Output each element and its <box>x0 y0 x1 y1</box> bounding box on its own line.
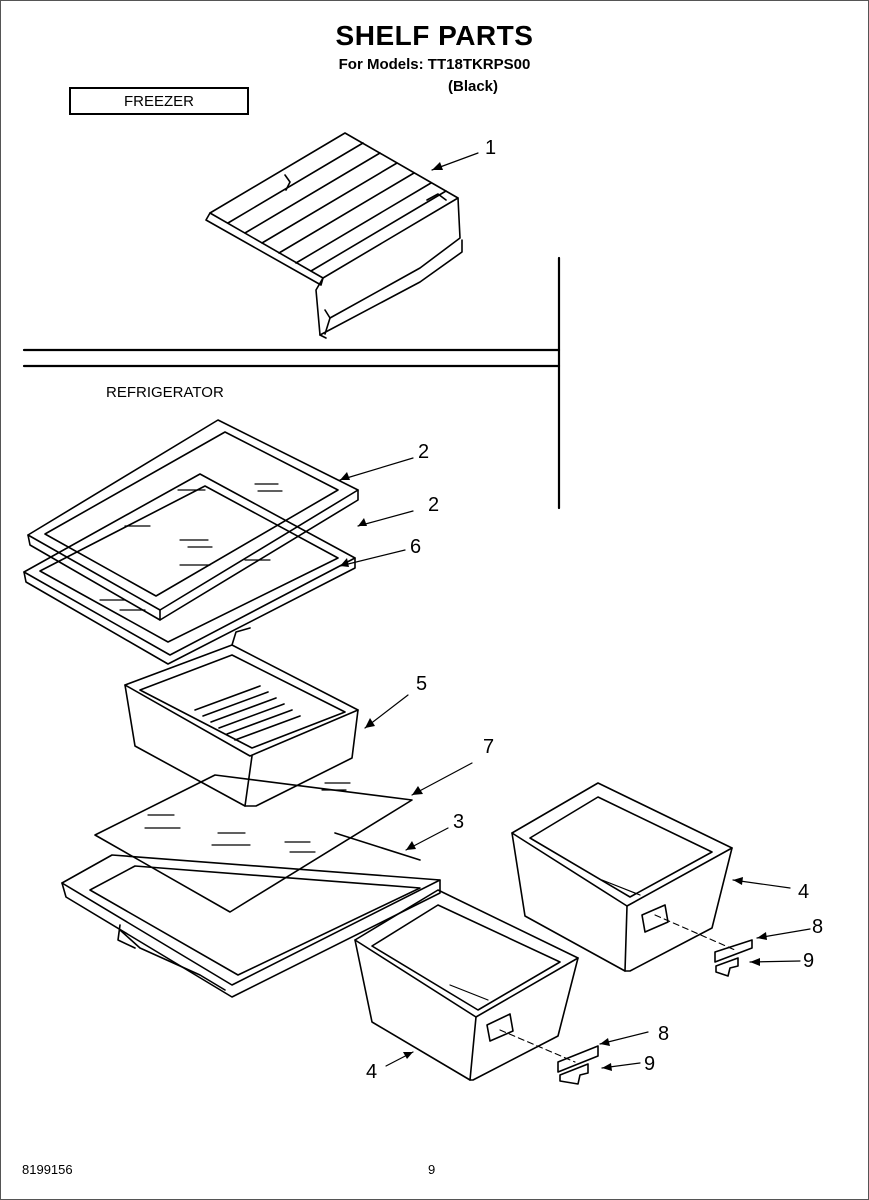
callout-9-right: 9 <box>803 950 814 972</box>
callout-3: 3 <box>453 811 464 833</box>
callout-4-left: 4 <box>366 1061 377 1083</box>
right-crisper-drawer <box>511 782 733 972</box>
small-crisper-drawer <box>124 627 359 807</box>
callout-6: 6 <box>410 536 421 558</box>
callout-5: 5 <box>416 673 427 695</box>
leader-arrows <box>339 152 811 1069</box>
callout-8-right: 8 <box>812 916 823 938</box>
crisper-cover-frame <box>61 832 441 998</box>
callout-8-left: 8 <box>658 1023 669 1045</box>
freezer-section-label: FREEZER <box>69 87 249 115</box>
callout-9-left: 9 <box>644 1053 655 1075</box>
upper-glass-shelf <box>27 419 359 621</box>
lower-glass-shelf <box>23 473 356 665</box>
page-title: SHELF PARTS <box>335 20 534 51</box>
callout-1: 1 <box>485 137 496 159</box>
callout-2-upper: 2 <box>418 441 429 463</box>
glass-insert <box>94 774 413 913</box>
callout-2-lower: 2 <box>428 494 439 516</box>
section-divider <box>22 256 561 510</box>
callout-4-right: 4 <box>798 881 809 903</box>
page-number: 9 <box>428 1162 436 1177</box>
freezer-wire-shelf <box>205 132 463 339</box>
refrigerator-section-label: REFRIGERATOR <box>106 384 224 401</box>
right-drawer-label-parts <box>654 914 753 977</box>
models-line: For Models: TT18TKRPS00 <box>338 56 531 73</box>
left-drawer-label-parts <box>499 1029 599 1085</box>
callout-7: 7 <box>483 736 494 758</box>
freezer-label-text: FREEZER <box>123 92 194 110</box>
arrowheads <box>340 162 767 1071</box>
model-variant: (Black) <box>448 78 499 95</box>
document-number: 8199156 <box>22 1162 73 1177</box>
left-crisper-drawer <box>354 889 579 1081</box>
